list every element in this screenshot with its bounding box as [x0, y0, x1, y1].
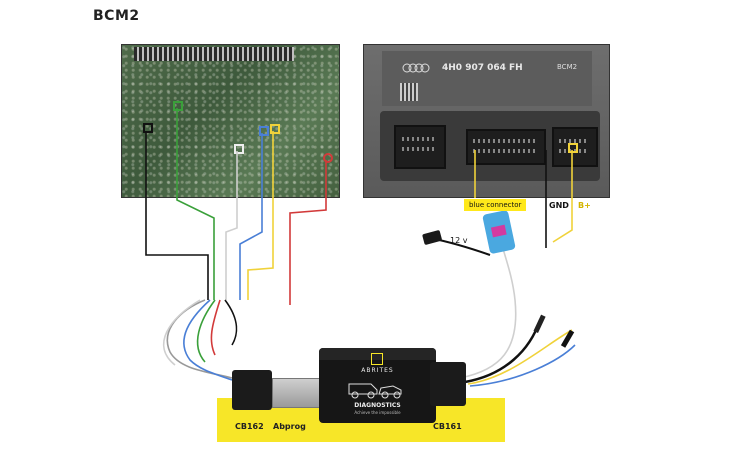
wire-bplus — [552, 150, 573, 243]
ecu-part-number: 4H0 907 064 FH — [442, 63, 523, 73]
solder-point-blue — [259, 126, 269, 136]
probe-tip-black — [533, 314, 546, 334]
label-blue-connector: blue connector — [464, 199, 527, 211]
cb161-connector — [430, 362, 466, 406]
pcb-photo — [121, 44, 340, 198]
wire-red — [289, 160, 327, 305]
solder-point-black — [143, 123, 153, 133]
device-tagline: Achieve the impossible — [354, 410, 401, 415]
pcb-header-connector — [134, 47, 294, 61]
cb162-connector — [232, 370, 272, 410]
solder-point-green — [173, 101, 183, 111]
abrites-device: ABRITES DIAGNOSTICS Achieve the impossib… — [319, 348, 436, 423]
wire-green — [176, 108, 215, 300]
probe-tip-yellow — [560, 329, 575, 348]
ecu-connector-housing — [380, 111, 600, 181]
label-abprog: Abprog — [273, 422, 306, 431]
wire-black — [145, 131, 209, 300]
ecu-model: BCM2 — [557, 63, 578, 71]
power-jack — [422, 230, 442, 245]
device-brand: ABRITES — [361, 367, 394, 374]
label-bplus: B+ — [578, 201, 591, 210]
ecu-connector-left — [394, 125, 446, 169]
abprog-adapter — [272, 378, 322, 408]
audi-rings-icon — [402, 63, 430, 73]
label-cb162: CB162 — [235, 422, 264, 431]
wire-white — [225, 151, 238, 300]
ecu-photo: 4H0 907 064 FH BCM2 — [363, 44, 610, 198]
diagram-title: BCM2 — [93, 8, 140, 24]
label-cb161: CB161 — [433, 422, 462, 431]
abrites-logo-icon — [371, 353, 383, 365]
solder-point-white — [234, 144, 244, 154]
ecu-sticker: 4H0 907 064 FH BCM2 — [382, 51, 592, 106]
ecu-connector-middle — [466, 129, 546, 165]
harness-cb162 — [166, 299, 233, 379]
vehicles-icon — [348, 383, 402, 399]
ecu-connector-right — [552, 127, 598, 167]
solder-point-yellow — [270, 124, 280, 134]
solder-point-red — [323, 153, 333, 163]
device-name: DIAGNOSTICS — [354, 402, 401, 409]
qr-code-icon — [400, 83, 418, 101]
wire-yellow — [247, 131, 274, 300]
label-12v: 12 v — [450, 236, 468, 245]
label-gnd: GND — [549, 201, 569, 210]
wire-blue — [239, 133, 263, 300]
blue-connector-plug — [482, 210, 516, 254]
ecu-pin-marker — [568, 143, 578, 153]
